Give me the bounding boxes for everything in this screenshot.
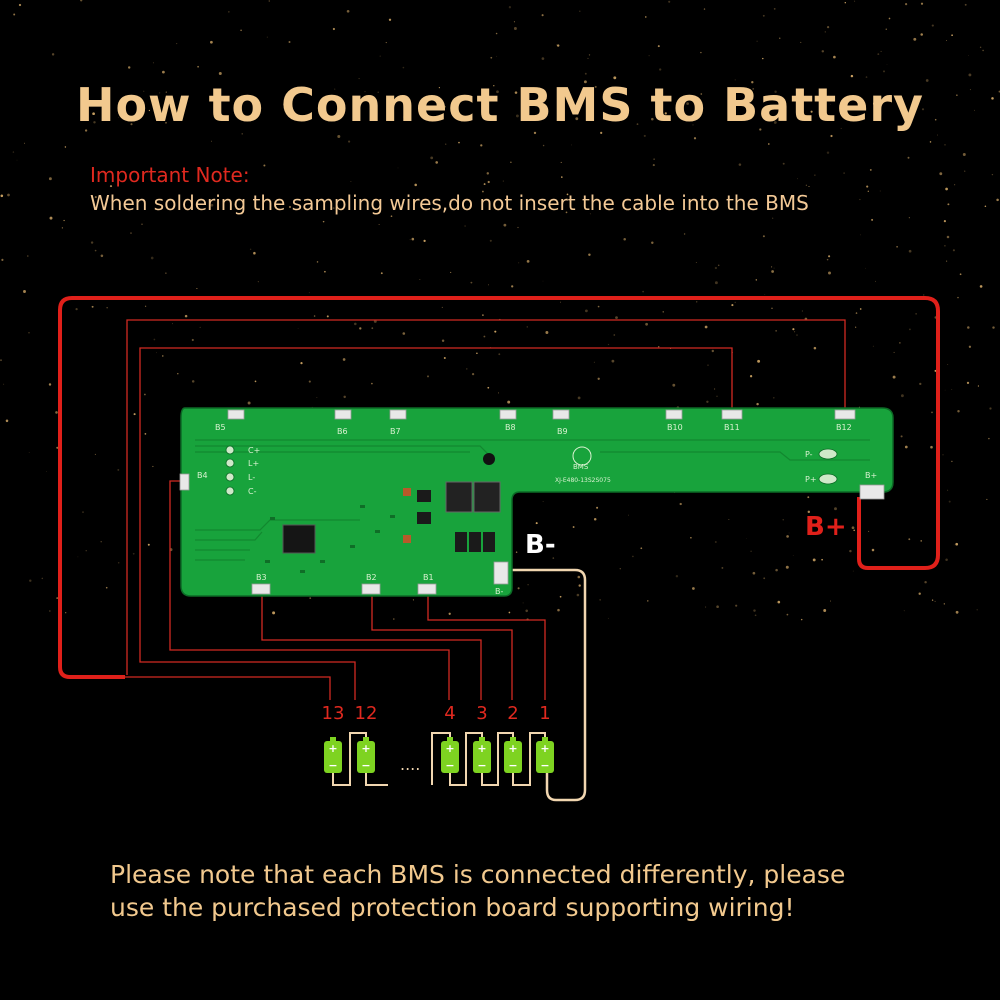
sense-wire-b12 bbox=[126, 319, 846, 675]
cell-number-4: 4 bbox=[444, 703, 455, 724]
pad-b9 bbox=[552, 409, 570, 420]
cell-number-12: 12 bbox=[355, 703, 378, 724]
footer-line-1: Please note that each BMS is connected d… bbox=[110, 860, 846, 889]
cell-number-13: 13 bbox=[322, 703, 345, 724]
battery-cell-4: +− bbox=[441, 737, 459, 773]
footer-note: Please note that each BMS is connected d… bbox=[110, 858, 845, 924]
cell-number-2: 2 bbox=[507, 703, 518, 724]
pad-b5 bbox=[227, 409, 245, 420]
pcb-board bbox=[180, 407, 894, 597]
battery-cell-1: +− bbox=[536, 737, 554, 773]
cell-minus-sign: − bbox=[445, 759, 454, 772]
sense-wire-b3 bbox=[261, 590, 482, 700]
mosfet-1 bbox=[445, 481, 473, 513]
important-note-heading: Important Note: bbox=[90, 163, 250, 187]
cells-ellipsis: .... bbox=[400, 755, 420, 774]
b-plus-label: B+ bbox=[805, 512, 847, 542]
pcb-logo: BMS bbox=[573, 463, 589, 471]
pcb-label-b-minus: B- bbox=[495, 587, 503, 596]
cell-minus-sign: − bbox=[508, 759, 517, 772]
cell-plus-sign: + bbox=[508, 742, 517, 755]
pcb-label-b10: B10 bbox=[667, 423, 683, 432]
cell-plus-sign: + bbox=[328, 742, 337, 755]
sense-wire-13 bbox=[120, 676, 331, 700]
cell-minus-sign: − bbox=[477, 759, 486, 772]
sense-wire-b4 bbox=[169, 480, 450, 700]
cell-minus-sign: − bbox=[328, 759, 337, 772]
pad-b2 bbox=[361, 583, 381, 595]
pcb-label-b-plus: B+ bbox=[865, 471, 877, 480]
footer-line-2: use the purchased protection board suppo… bbox=[110, 893, 795, 922]
pad-b12 bbox=[834, 409, 856, 420]
pcb-label-b7: B7 bbox=[390, 427, 401, 436]
pcb-label-b8: B8 bbox=[505, 423, 516, 432]
pcb-label-p-minus: P- bbox=[805, 450, 813, 459]
pcb-label-l-plus: L+ bbox=[248, 459, 259, 468]
battery-cell-2: +− bbox=[504, 737, 522, 773]
battery-cell-12: +− bbox=[357, 737, 375, 773]
pad-b4 bbox=[179, 473, 190, 491]
important-note-body: When soldering the sampling wires,do not… bbox=[90, 191, 809, 215]
bms-chip bbox=[282, 524, 316, 554]
pcb-part-number: XJ-E480-13S2S075 bbox=[555, 477, 611, 484]
pcb-label-b4: B4 bbox=[197, 471, 208, 480]
pad-b3 bbox=[251, 583, 271, 595]
pcb-label-b6: B6 bbox=[337, 427, 348, 436]
battery-cell-13: +− bbox=[324, 737, 342, 773]
sense-wire-b2 bbox=[371, 590, 513, 700]
b-minus-label: B- bbox=[525, 530, 556, 560]
cell-plus-sign: + bbox=[477, 742, 486, 755]
cell-number-1: 1 bbox=[539, 703, 550, 724]
pcb-label-c-plus: C+ bbox=[248, 446, 260, 455]
pad-b7 bbox=[389, 409, 407, 420]
sense-wire-b1 bbox=[427, 590, 546, 700]
pcb-label-c-minus: C- bbox=[248, 487, 257, 496]
b-plus-main-wire bbox=[58, 296, 940, 679]
pad-b-minus bbox=[493, 561, 509, 585]
cell-plus-sign: + bbox=[445, 742, 454, 755]
pcb-label-b1: B1 bbox=[423, 573, 434, 582]
pcb-label-b3: B3 bbox=[256, 573, 267, 582]
b-minus-wire bbox=[508, 568, 587, 802]
mosfet-2 bbox=[473, 481, 501, 513]
cell-plus-sign: + bbox=[361, 742, 370, 755]
pcb-label-l-minus: L- bbox=[248, 473, 255, 482]
pad-b1 bbox=[417, 583, 437, 595]
pcb-label-b11: B11 bbox=[724, 423, 740, 432]
pad-b11 bbox=[721, 409, 743, 420]
pcb-label-b5: B5 bbox=[215, 423, 226, 432]
pcb-label-b2: B2 bbox=[366, 573, 377, 582]
battery-cell-3: +− bbox=[473, 737, 491, 773]
page-title: How to Connect BMS to Battery bbox=[75, 78, 925, 132]
pcb-label-b9: B9 bbox=[557, 427, 568, 436]
cell-plus-sign: + bbox=[540, 742, 549, 755]
pcb-label-b12: B12 bbox=[836, 423, 852, 432]
pcb-label-p-plus: P+ bbox=[805, 475, 817, 484]
pad-b8 bbox=[499, 409, 517, 420]
pad-b-plus bbox=[859, 484, 885, 500]
sense-wire-b11 bbox=[139, 347, 733, 700]
cell-minus-sign: − bbox=[540, 759, 549, 772]
pad-b10 bbox=[665, 409, 683, 420]
cell-minus-sign: − bbox=[361, 759, 370, 772]
cell-number-3: 3 bbox=[476, 703, 487, 724]
pad-b6 bbox=[334, 409, 352, 420]
